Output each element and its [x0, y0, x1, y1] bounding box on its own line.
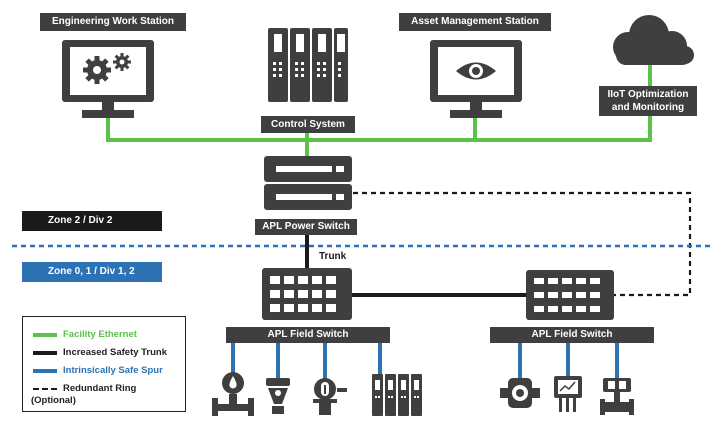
legend-box: Facility Ethernet Increased Safety Trunk…: [22, 316, 186, 412]
actuated-valve-icon: [600, 378, 634, 415]
iiot-label: IIoT Optimization and Monitoring: [599, 86, 697, 116]
cloud-icon: [613, 15, 694, 65]
io-rack-icon: [372, 374, 422, 416]
control-system-label: Control System: [261, 116, 355, 133]
zone-upper-badge: Zone 2 / Div 2: [22, 211, 162, 231]
engineering-station-label: Engineering Work Station: [40, 13, 186, 31]
analyzer-icon: [554, 376, 582, 412]
level-transmitter-icon: [266, 378, 290, 414]
legend-swatch-ethernet: [33, 333, 57, 337]
facility-ethernet-network: [106, 65, 652, 158]
valve-positioner-icon: [500, 378, 540, 408]
monitor-gears-icon: [62, 40, 154, 118]
legend-swatch-spur: [33, 369, 57, 373]
monitor-eye-icon: [430, 40, 522, 118]
legend-label-ethernet: Facility Ethernet: [63, 329, 137, 340]
field-switch-left-icon: [262, 268, 352, 320]
trunk-label: Trunk: [319, 251, 347, 262]
flow-meter-icon: [212, 372, 254, 416]
legend-label-ring: Redundant Ring: [63, 383, 137, 394]
redundant-ring: [353, 191, 692, 297]
power-switch-label: APL Power Switch: [255, 219, 357, 235]
zone-lower-badge: Zone 0, 1 / Div 1, 2: [22, 262, 162, 282]
legend-label-ring-optional: (Optional): [31, 395, 76, 406]
field-switch-right-label: APL Field Switch: [490, 327, 654, 343]
spur-lines: [231, 343, 619, 380]
field-switch-right-icon: [526, 270, 614, 320]
legend-label-spur: Intrinsically Safe Spur: [63, 365, 163, 376]
field-switch-left-label: APL Field Switch: [226, 327, 390, 343]
power-switch-icon: [264, 156, 352, 210]
legend-label-trunk: Increased Safety Trunk: [63, 347, 168, 358]
controller-rack-icon: [268, 28, 348, 102]
asset-management-label: Asset Management Station: [399, 13, 551, 31]
legend-swatch-trunk: [33, 351, 57, 355]
temperature-transmitter-icon: [313, 378, 347, 415]
legend-swatch-ring: [33, 388, 57, 390]
trunk-lines: [305, 234, 528, 297]
